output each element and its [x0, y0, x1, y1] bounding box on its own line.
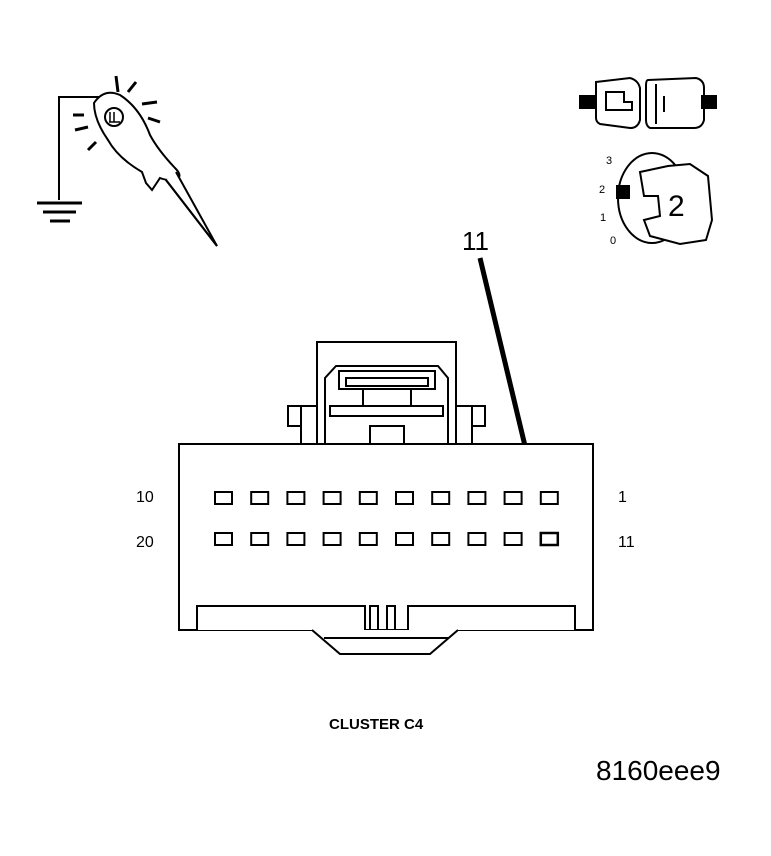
pin-cavity-11	[539, 531, 560, 547]
pin-cavity-6	[358, 491, 378, 505]
pin-cavity-15	[395, 532, 414, 546]
pin-cavity-12	[503, 532, 523, 546]
pin-cavity-8	[286, 491, 306, 505]
test-light-probe-icon	[37, 75, 218, 247]
row1-left-label: 10	[136, 489, 154, 506]
pin-cavity-14	[431, 532, 451, 546]
pin-cavity-4	[431, 491, 451, 505]
ignition-key-icon	[616, 152, 714, 246]
pin-cavity-17	[322, 532, 342, 546]
disconnected-connector-icon	[579, 76, 717, 130]
row1-right-label: 1	[618, 489, 627, 506]
pin-cavity-16	[358, 532, 378, 546]
connector-housing	[178, 341, 594, 655]
key-position-1: 1	[600, 212, 607, 224]
pin-cavity-10	[214, 491, 233, 505]
key-selected-label: 2	[668, 190, 685, 223]
pin-cavity-3	[467, 491, 487, 505]
pin-cavity-18	[286, 532, 306, 546]
key-position-3: 3	[606, 155, 613, 167]
pin-cavity-2	[503, 491, 523, 505]
key-position-2: 2	[599, 184, 606, 196]
pin-cavity-13	[467, 532, 487, 546]
row2-left-label: 20	[136, 534, 154, 551]
pin-cavities	[214, 491, 560, 547]
pin-cavity-19	[250, 532, 270, 546]
figure-id: 8160eee9	[596, 755, 721, 786]
pin-cavity-20	[214, 532, 233, 546]
pin-cavity-7	[322, 491, 342, 505]
pin-cavity-1	[539, 491, 559, 505]
callout-label: 11	[462, 226, 489, 256]
row2-right-label: 11	[618, 534, 635, 551]
connector-caption: CLUSTER C4	[329, 716, 424, 733]
pin-cavity-9	[250, 491, 270, 505]
key-position-0: 0	[610, 235, 617, 247]
pin-cavity-5	[395, 491, 414, 505]
